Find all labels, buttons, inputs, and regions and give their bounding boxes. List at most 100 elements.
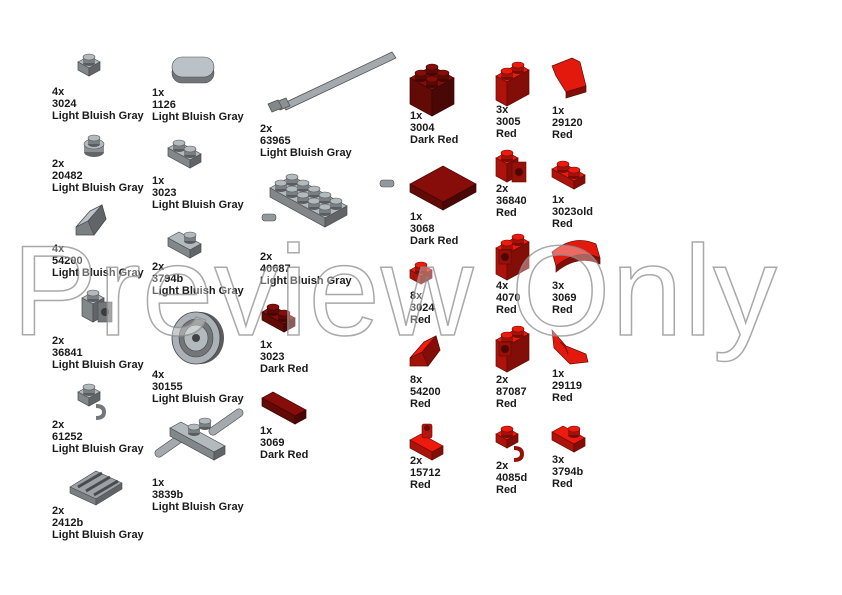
part-color: Dark Red: [410, 134, 459, 146]
part-qty: 3x: [552, 454, 565, 466]
part-color: Light Bluish Gray: [152, 501, 244, 513]
part-num: 36840: [496, 195, 527, 207]
part-drawing: [75, 204, 107, 236]
part-num: 4085d: [496, 472, 528, 484]
part-num: 3068: [410, 223, 435, 235]
part-qty: 3x: [496, 104, 509, 116]
part-color: Red: [496, 128, 517, 140]
part-drawing: [77, 383, 107, 420]
part-drawing: [551, 160, 586, 190]
part-qty: 4x: [52, 243, 65, 255]
part-num: 3794b: [552, 466, 584, 478]
part-qty: 2x: [52, 158, 65, 170]
part-color: Light Bluish Gray: [260, 147, 352, 159]
part-color: Dark Red: [260, 449, 309, 461]
part-qty: 1x: [152, 477, 165, 489]
part-qty: 2x: [496, 374, 509, 386]
part-qty: 2x: [496, 183, 509, 195]
part-qty: 4x: [152, 369, 165, 381]
part-color: Light Bluish Gray: [52, 110, 144, 122]
part-drawing: [409, 261, 433, 285]
part-qty: 1x: [410, 110, 423, 122]
part-qty: 2x: [260, 123, 273, 135]
part-drawing: [171, 311, 224, 365]
part-color: Red: [552, 218, 573, 230]
part-qty: 8x: [410, 290, 423, 302]
part-num: 3023: [152, 187, 177, 199]
part-num: 4070: [496, 292, 521, 304]
part-color: Light Bluish Gray: [52, 529, 144, 541]
part-drawing: [171, 56, 215, 84]
part-qty: 2x: [410, 455, 423, 467]
part-num: 36841: [52, 347, 83, 359]
part-qty: 3x: [552, 280, 565, 292]
part-qty: 1x: [410, 211, 423, 223]
part-color: Light Bluish Gray: [152, 199, 244, 211]
part-drawing: [495, 425, 525, 462]
part-num: 40687: [260, 263, 291, 275]
part-drawing: [409, 335, 441, 367]
part-qty: 4x: [52, 86, 65, 98]
part-num: 54200: [410, 386, 441, 398]
part-color: Red: [410, 479, 431, 491]
part-drawing: [551, 240, 601, 273]
part-drawing: [261, 303, 296, 333]
part-drawing: [167, 231, 202, 259]
part-qty: 1x: [552, 105, 565, 117]
part-drawing: [81, 289, 113, 323]
part-drawing: [495, 61, 530, 107]
part-qty: 2x: [260, 251, 273, 263]
part-drawing: [409, 165, 477, 211]
part-qty: 1x: [260, 339, 273, 351]
part-num: 3069: [552, 292, 577, 304]
part-qty: 1x: [152, 175, 165, 187]
part-qty: 2x: [52, 505, 65, 517]
part-color: Red: [552, 478, 573, 490]
part-num: 30155: [152, 381, 183, 393]
part-color: Light Bluish Gray: [152, 111, 244, 123]
part-qty: 1x: [260, 425, 273, 437]
part-num: 1126: [152, 99, 176, 111]
part-num: 15712: [410, 467, 441, 479]
part-num: 3069: [260, 437, 285, 449]
part-num: 3023: [260, 351, 285, 363]
part-color: Red: [410, 314, 431, 326]
part-num: 54200: [52, 255, 83, 267]
part-color: Dark Red: [260, 363, 309, 375]
part-drawing: [409, 63, 455, 117]
part-color: Red: [552, 129, 573, 141]
part-qty: 1x: [552, 194, 565, 206]
part-color: Light Bluish Gray: [52, 267, 144, 279]
part-num: 3024: [410, 302, 435, 314]
part-qty: 2x: [52, 419, 65, 431]
part-num: 3839b: [152, 489, 184, 501]
part-color: Dark Red: [410, 235, 459, 247]
part-drawing: [154, 408, 244, 461]
part-drawing: [83, 134, 105, 157]
part-color: Light Bluish Gray: [260, 275, 352, 287]
part-drawing: [551, 328, 589, 365]
part-num: 87087: [496, 386, 527, 398]
part-drawing: [167, 139, 202, 169]
